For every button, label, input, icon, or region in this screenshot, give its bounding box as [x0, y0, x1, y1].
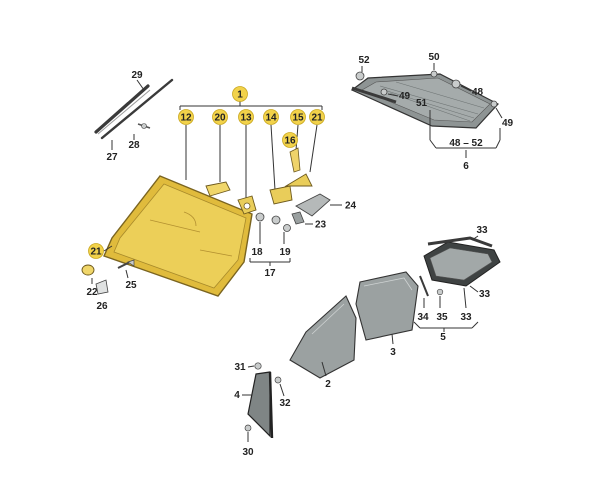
part-24-cover: 24 [295, 193, 357, 217]
label-15: 15 [292, 113, 304, 124]
label-21-top: 21 [311, 113, 323, 124]
vent-window [244, 362, 282, 439]
label-17: 17 [264, 268, 276, 279]
part-18-19: 18 19 17 [249, 212, 291, 279]
label-29: 29 [131, 70, 143, 81]
part-14-bracket [269, 185, 293, 205]
label-21-left: 21 [90, 247, 102, 258]
label-52: 52 [358, 55, 370, 66]
label-26: 26 [96, 301, 108, 312]
label-48: 48 [472, 87, 484, 98]
front-door-glass: 2 [289, 295, 357, 390]
quarter-window [419, 236, 501, 297]
label-25: 25 [125, 280, 137, 291]
group-1-bracket [179, 99, 323, 110]
part-25-bolt: 25 [117, 259, 137, 291]
label-13: 13 [240, 113, 252, 124]
part-26-clip: 26 [95, 279, 109, 312]
label-12: 12 [180, 113, 192, 124]
label-33c: 33 [460, 312, 472, 323]
part-13-mount [237, 195, 257, 215]
label-49a: 49 [399, 91, 411, 102]
rear-window-labels: 52 50 49 51 48 49 48 – 52 6 [358, 52, 513, 172]
vent-window-labels: 31 4 32 30 [234, 362, 291, 458]
label-23: 23 [315, 220, 327, 231]
callout-1: 1 [232, 86, 248, 102]
label-33a: 33 [476, 225, 488, 236]
callout-21-left: 21 [88, 243, 113, 259]
label-27: 27 [106, 152, 118, 163]
callout-21-top: 21 [309, 109, 325, 125]
callout-12: 12 [178, 109, 194, 125]
label-50: 50 [428, 52, 440, 63]
callout-16: 16 [282, 132, 298, 148]
callout-13: 13 [238, 109, 254, 125]
part-23-clip: 23 [291, 211, 327, 231]
quarter-window-labels: 33 33 34 35 33 5 [413, 225, 491, 343]
label-18: 18 [251, 247, 263, 258]
part-15-cover [284, 173, 313, 187]
label-35: 35 [436, 312, 448, 323]
label-34: 34 [417, 312, 429, 323]
label-24: 24 [345, 201, 357, 212]
callout-14: 14 [263, 109, 279, 125]
windshield-leaders [185, 124, 318, 198]
label-6: 6 [463, 161, 469, 172]
part-20-sensor [205, 181, 231, 197]
callout-15: 15 [290, 109, 306, 125]
part-16-connector [289, 147, 301, 173]
label-22: 22 [86, 287, 98, 298]
label-30: 30 [242, 447, 254, 458]
windshield-glass [103, 175, 253, 297]
rear-door-glass: 3 [355, 271, 419, 358]
label-2: 2 [325, 379, 331, 390]
label-3: 3 [390, 347, 396, 358]
label-48-52: 48 – 52 [449, 138, 483, 149]
label-49b: 49 [502, 118, 514, 129]
label-19: 19 [279, 247, 291, 258]
label-31: 31 [234, 362, 246, 373]
label-1: 1 [237, 90, 243, 101]
label-4: 4 [234, 390, 240, 401]
label-51: 51 [416, 98, 428, 109]
label-14: 14 [265, 113, 277, 124]
part-22-plug: 22 [81, 264, 98, 298]
label-20: 20 [214, 113, 226, 124]
label-28: 28 [128, 140, 140, 151]
rear-window [350, 70, 499, 129]
label-32: 32 [279, 398, 291, 409]
pillar-trim: 29 28 27 [94, 70, 174, 163]
label-33b: 33 [479, 289, 491, 300]
label-5: 5 [440, 332, 446, 343]
label-16: 16 [284, 136, 296, 147]
callout-20: 20 [212, 109, 228, 125]
